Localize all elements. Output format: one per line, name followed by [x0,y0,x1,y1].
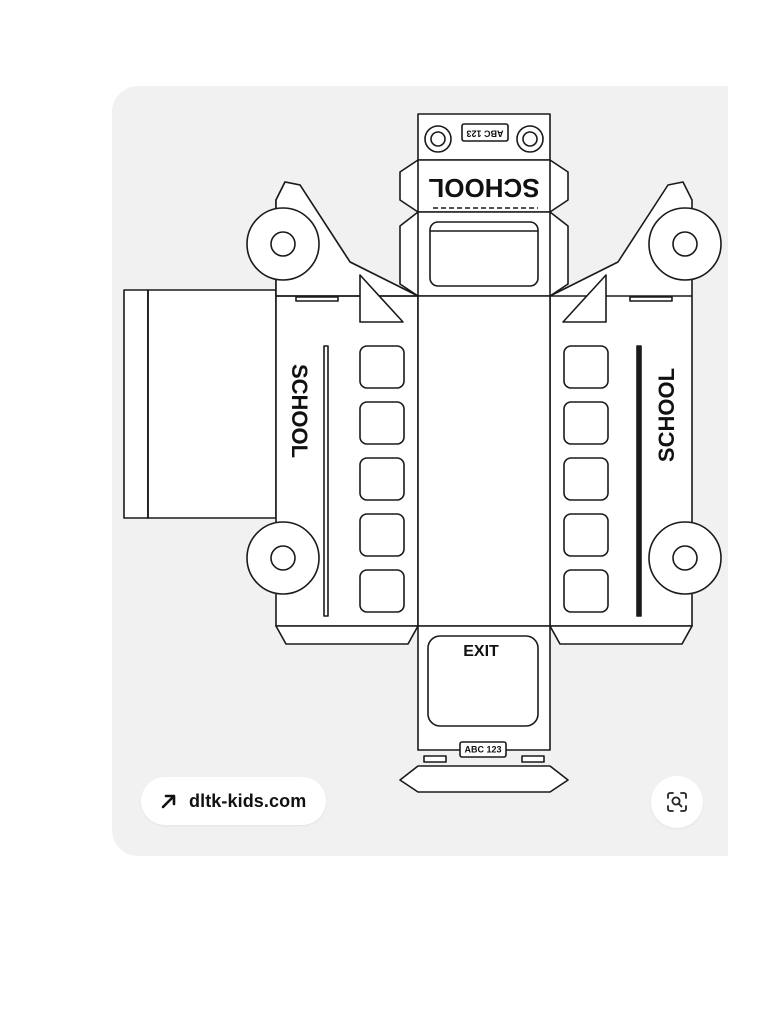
plate-top: ABC 123 [466,129,503,139]
wheels [246,207,722,595]
front-panel [399,113,569,297]
school-label-top: SCHOOL [428,173,539,203]
plate-bottom: ABC 123 [464,744,501,754]
source-label: dltk-kids.com [189,790,307,811]
visual-search-button[interactable] [651,776,703,828]
roof-panel [417,295,551,627]
right-side-panel [549,181,693,645]
left-side-panel [123,181,419,645]
exit-label: EXIT [463,643,499,660]
back-panel [399,625,569,793]
source-link-button[interactable]: dltk-kids.com [141,777,327,825]
school-label-left: SCHOOL [287,364,312,458]
visual-search-icon [666,791,688,813]
arrow-up-right-icon [159,791,179,811]
school-label-right: SCHOOL [654,368,679,462]
